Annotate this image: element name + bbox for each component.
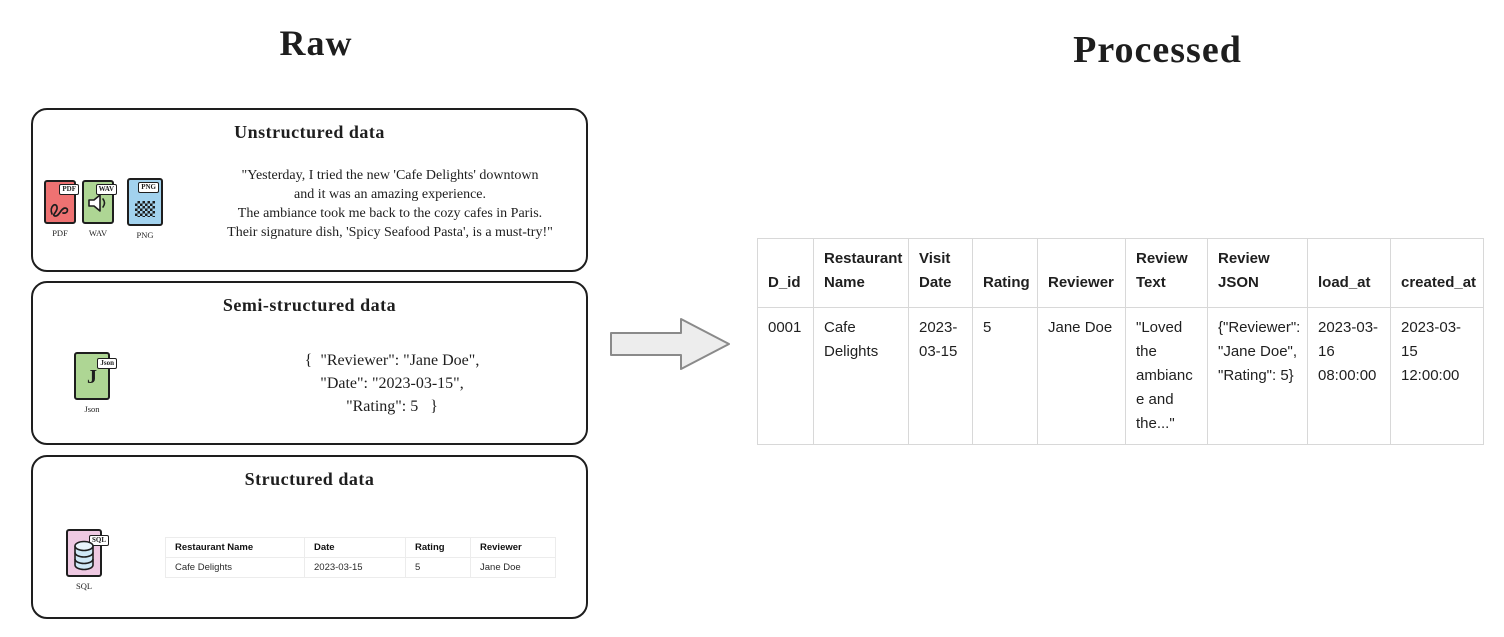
cell-restaurant-name: Cafe Delights xyxy=(813,307,909,445)
sql-file-icon: SQL xyxy=(66,529,109,577)
header-rating: Rating xyxy=(972,238,1038,308)
json-snippet-text: { "Reviewer": "Jane Doe", "Date": "2023-… xyxy=(262,349,522,418)
review-quote-text: "Yesterday, I tried the new 'Cafe Deligh… xyxy=(190,166,590,242)
header-review-text: Review Text xyxy=(1125,238,1208,308)
png-file-icon: PNG xyxy=(127,178,163,226)
png-tab-label: PNG xyxy=(138,182,159,193)
mini-header-restaurant-name: Restaurant Name xyxy=(165,537,305,558)
header-review-json: Review JSON xyxy=(1207,238,1308,308)
png-icon-label: PNG xyxy=(136,230,154,240)
json-line: "Date": "2023-03-15", xyxy=(320,375,464,392)
pdf-file-icon: PDF xyxy=(44,180,79,224)
semi-structured-data-title: Semi-structured data xyxy=(222,295,397,315)
header-d-id: D_id xyxy=(757,238,814,308)
json-tab-label: Json xyxy=(97,358,117,369)
mini-header-reviewer: Reviewer xyxy=(470,537,556,558)
pdf-icon-label: PDF xyxy=(52,228,68,238)
cell-created-at: 2023-03-15 12:00:00 xyxy=(1390,307,1484,445)
header-reviewer: Reviewer xyxy=(1037,238,1126,308)
quote-line: "Yesterday, I tried the new 'Cafe Deligh… xyxy=(241,168,539,183)
mini-cell-rating: 5 xyxy=(405,557,471,578)
raw-section-title: Raw xyxy=(279,23,353,63)
cell-visit-date: 2023-03-15 xyxy=(908,307,973,445)
database-cylinder-icon xyxy=(74,540,94,571)
processed-section-title: Processed xyxy=(1073,29,1242,71)
mini-cell-date: 2023-03-15 xyxy=(304,557,406,578)
header-load-at: load_at xyxy=(1307,238,1391,308)
structured-data-box: Structured data SQL SQL Restaurant Name … xyxy=(31,455,588,619)
header-created-at: created_at xyxy=(1390,238,1484,308)
json-file-icon: Json J xyxy=(74,352,117,400)
quote-line: The ambiance took me back to the cozy ca… xyxy=(237,206,543,221)
json-icon-label: Json xyxy=(84,404,100,414)
wav-icon-label: WAV xyxy=(88,228,108,238)
mini-table-row: Cafe Delights 2023-03-15 5 Jane Doe xyxy=(165,557,556,578)
structured-mini-table: Restaurant Name Date Rating Reviewer Caf… xyxy=(165,537,556,578)
quote-line: and it was an amazing experience. xyxy=(293,187,487,202)
structured-data-title: Structured data xyxy=(244,469,375,489)
unstructured-data-title: Unstructured data xyxy=(234,122,385,142)
cell-review-text: "Loved the ambiance and the..." xyxy=(1125,307,1208,445)
mini-header-rating: Rating xyxy=(405,537,471,558)
header-restaurant-name: Restaurant Name xyxy=(813,238,909,308)
unstructured-data-box: Unstructured data PDF PDF WAV WAV PNG PN… xyxy=(31,108,588,272)
sql-icon-label: SQL xyxy=(75,581,93,591)
cell-review-json: {"Reviewer": "Jane Doe", "Rating": 5} xyxy=(1207,307,1308,445)
wav-file-icon: WAV xyxy=(82,180,117,224)
cell-d-id: 0001 xyxy=(757,307,814,445)
header-visit-date: Visit Date xyxy=(908,238,973,308)
json-line: "Rating": 5 } xyxy=(346,398,438,415)
json-letter-glyph: J xyxy=(87,366,97,388)
json-line: { "Reviewer": "Jane Doe", xyxy=(304,352,480,369)
processed-data-table: D_id Restaurant Name Visit Date Rating R… xyxy=(757,238,1484,445)
processed-table-row: 0001 Cafe Delights 2023-03-15 5 Jane Doe… xyxy=(757,307,1484,445)
cell-load-at: 2023-03-16 08:00:00 xyxy=(1307,307,1391,445)
processed-table-header-row: D_id Restaurant Name Visit Date Rating R… xyxy=(757,238,1484,308)
pdf-tab-label: PDF xyxy=(59,184,79,195)
wav-tab-label: WAV xyxy=(95,184,117,195)
speaker-icon xyxy=(88,194,106,212)
sql-tab-label: SQL xyxy=(88,535,109,546)
mini-header-date: Date xyxy=(304,537,406,558)
quote-line: Their signature dish, 'Spicy Seafood Pas… xyxy=(227,225,553,240)
mini-cell-restaurant-name: Cafe Delights xyxy=(165,557,305,578)
cell-reviewer: Jane Doe xyxy=(1037,307,1126,445)
mini-table-header-row: Restaurant Name Date Rating Reviewer xyxy=(165,537,556,558)
semi-structured-data-box: Semi-structured data Json J Json { "Revi… xyxy=(31,281,588,445)
cell-rating: 5 xyxy=(972,307,1038,445)
flow-arrow-icon xyxy=(610,318,730,370)
pdf-squiggle-icon xyxy=(50,204,69,217)
checkerboard-icon xyxy=(135,201,155,217)
mini-cell-reviewer: Jane Doe xyxy=(470,557,556,578)
